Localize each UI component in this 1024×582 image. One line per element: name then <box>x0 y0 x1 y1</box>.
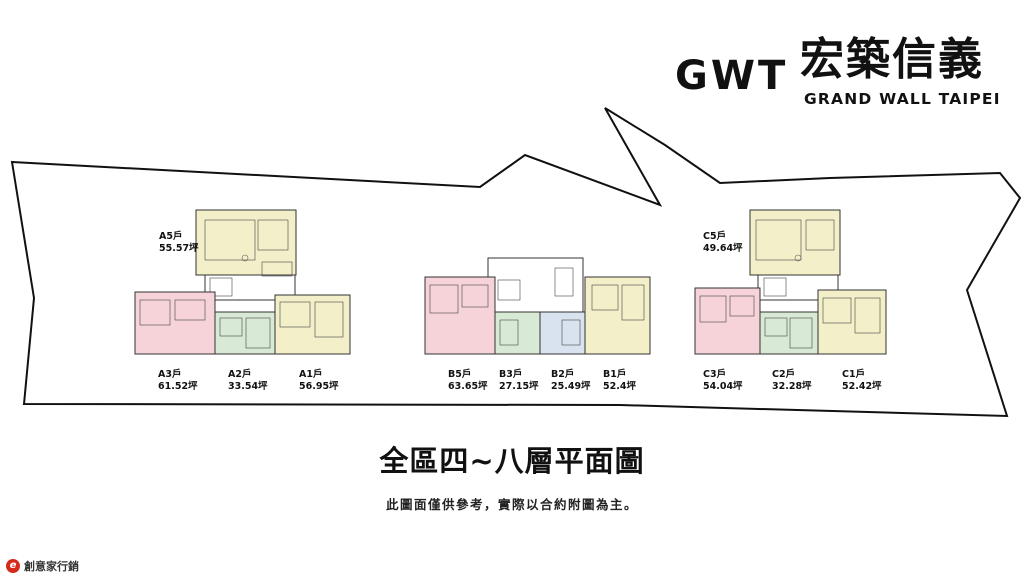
brand-logo-icon: e <box>6 559 20 573</box>
unit-name: A2戶 <box>228 369 252 380</box>
unit-area: 54.04坪 <box>703 381 743 392</box>
unit-c1-area <box>817 289 887 355</box>
unit-label-c2: C2戶 32.28坪 <box>772 369 812 393</box>
unit-name: C1戶 <box>842 369 866 380</box>
page-title: 全區四~八層平面圖 <box>379 444 645 478</box>
unit-area: 52.4坪 <box>603 381 636 392</box>
unit-name: A5戶 <box>159 231 183 242</box>
unit-area: 27.15坪 <box>499 381 539 392</box>
logo-mark: GWT <box>675 53 789 99</box>
unit-area: 32.28坪 <box>772 381 812 392</box>
unit-label-a5: A5戶 55.57坪 <box>159 231 199 255</box>
core-b <box>487 257 584 314</box>
unit-label-b1: B1戶 52.4坪 <box>603 369 636 393</box>
unit-label-b3: B3戶 27.15坪 <box>499 369 539 393</box>
unit-area: 63.65坪 <box>448 381 488 392</box>
unit-area: 52.42坪 <box>842 381 882 392</box>
unit-label-c5: C5戶 49.64坪 <box>703 231 743 255</box>
unit-area: 49.64坪 <box>703 243 743 254</box>
unit-name: B2戶 <box>551 369 575 380</box>
unit-label-c3: C3戶 54.04坪 <box>703 369 743 393</box>
unit-b1-area <box>584 276 651 355</box>
unit-name: C5戶 <box>703 231 727 242</box>
unit-label-c1: C1戶 52.42坪 <box>842 369 882 393</box>
building-b-floorplan <box>424 257 651 355</box>
unit-name: B3戶 <box>499 369 523 380</box>
unit-b3-area <box>494 311 541 355</box>
unit-name: C2戶 <box>772 369 796 380</box>
unit-name: A3戶 <box>158 369 182 380</box>
unit-label-a3: A3戶 61.52坪 <box>158 369 198 393</box>
unit-area: 55.57坪 <box>159 243 199 254</box>
unit-a1-area <box>274 294 351 355</box>
logo-chinese-name: 宏築信義 <box>800 34 984 85</box>
unit-label-b5: B5戶 63.65坪 <box>448 369 488 393</box>
disclaimer-text: 此圖面僅供參考，實際以合約附圖為主。 <box>385 497 638 512</box>
unit-a2-area <box>214 311 276 355</box>
unit-name: A1戶 <box>299 369 323 380</box>
unit-c5-area <box>749 209 841 276</box>
unit-c3-area <box>694 287 761 355</box>
unit-c2-area <box>759 311 819 355</box>
building-c-floorplan <box>694 209 887 355</box>
unit-label-a2: A2戶 33.54坪 <box>228 369 268 393</box>
unit-label-b2: B2戶 25.49坪 <box>551 369 591 393</box>
unit-b2-area <box>539 311 586 355</box>
footer-brand-name: 創意家行銷 <box>24 560 79 573</box>
unit-area: 33.54坪 <box>228 381 268 392</box>
unit-b5-area <box>424 276 496 355</box>
unit-area: 61.52坪 <box>158 381 198 392</box>
unit-name: B5戶 <box>448 369 472 380</box>
site-boundary <box>10 107 1022 418</box>
unit-area: 25.49坪 <box>551 381 591 392</box>
unit-name: C3戶 <box>703 369 727 380</box>
unit-label-a1: A1戶 56.95坪 <box>299 369 339 393</box>
footer-brand: e 創意家行銷 <box>6 558 79 574</box>
unit-name: B1戶 <box>603 369 627 380</box>
building-a-floorplan <box>134 209 351 355</box>
unit-area: 56.95坪 <box>299 381 339 392</box>
logo-english-name: GRAND WALL TAIPEI <box>804 90 1001 108</box>
